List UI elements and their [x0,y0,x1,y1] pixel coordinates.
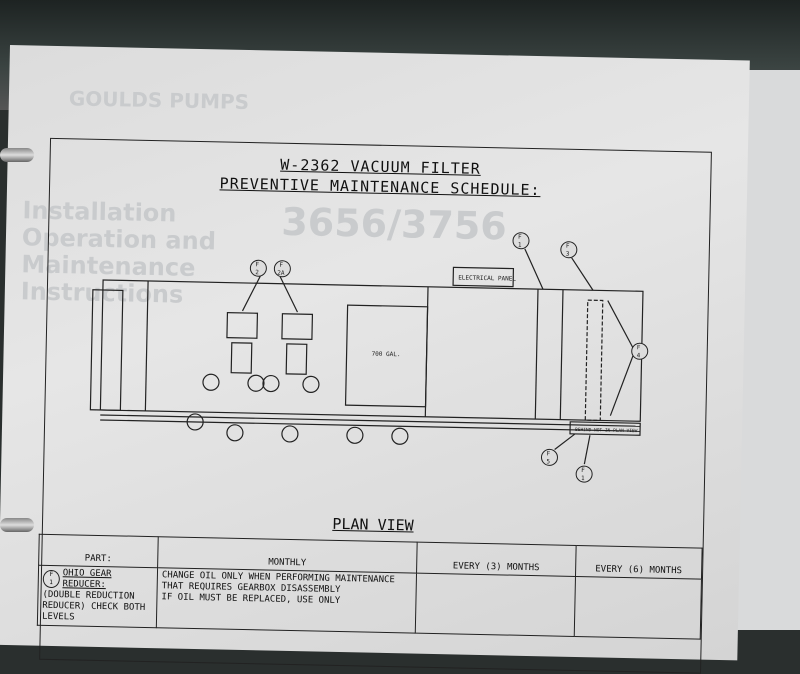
note-box [569,421,641,436]
behind-note: BEHIND NOT IN PLAN VIEW [575,427,638,434]
svg-text:F: F [546,450,550,457]
part-name: OHIO GEAR REDUCER: [62,568,112,591]
callout-f3: F3 [560,241,578,259]
callout-f1-top: F1 [512,232,530,250]
screw-conveyor [584,299,604,422]
part-note: (DOUBLE REDUCTION REDUCER) CHECK BOTH LE… [41,589,146,623]
callout-f4: F4 [631,342,649,360]
svg-text:1: 1 [518,242,522,249]
callout-f5: F5 [540,448,558,466]
header-3-months: EVERY (3) MONTHS [416,542,577,577]
svg-text:2: 2 [255,269,259,276]
cell-3-months [415,573,576,637]
svg-text:F: F [566,243,570,250]
callout-f2a: F2A [273,260,291,278]
binder-ring-bottom [0,518,34,532]
maintenance-table: PART: MONTHLY EVERY (3) MONTHS EVERY (6)… [37,534,703,640]
svg-text:F: F [581,467,585,474]
cell-monthly: CHANGE OIL ONLY WHEN PERFORMING MAINTENA… [156,567,417,634]
drawing-frame: W-2362 VACUUM FILTER PREVENTIVE MAINTENA… [37,137,712,674]
callout-f2: F2 [249,259,267,277]
svg-text:F: F [637,344,641,351]
document-page: GOULDS PUMPS Installation Operation and … [0,45,750,674]
svg-text:4: 4 [637,352,641,359]
motor-1 [226,312,259,339]
tank-label: 700 GAL. [372,351,401,359]
svg-text:1: 1 [581,475,585,482]
svg-text:F: F [255,261,259,268]
binder-ring-top [0,148,34,162]
svg-text:F: F [279,262,283,269]
svg-text:F: F [518,234,522,241]
header-6-months: EVERY (6) MONTHS [575,545,703,580]
svg-text:2A: 2A [277,270,285,277]
cell-6-months [574,576,702,640]
callout-f1-bottom: F1 [575,465,593,483]
electrical-panel-label: ELECTRICAL PANEL [458,274,516,282]
electrical-panel [452,266,515,288]
plan-view-drawing: ELECTRICAL PANEL 700 GAL. BEHIND NOT IN … [89,232,649,483]
ghost-brand: GOULDS PUMPS [68,86,250,115]
motor-2 [281,313,314,340]
header-part: PART: [38,534,159,568]
svg-text:3: 3 [566,251,570,258]
svg-text:5: 5 [546,458,550,465]
left-end [89,289,124,412]
